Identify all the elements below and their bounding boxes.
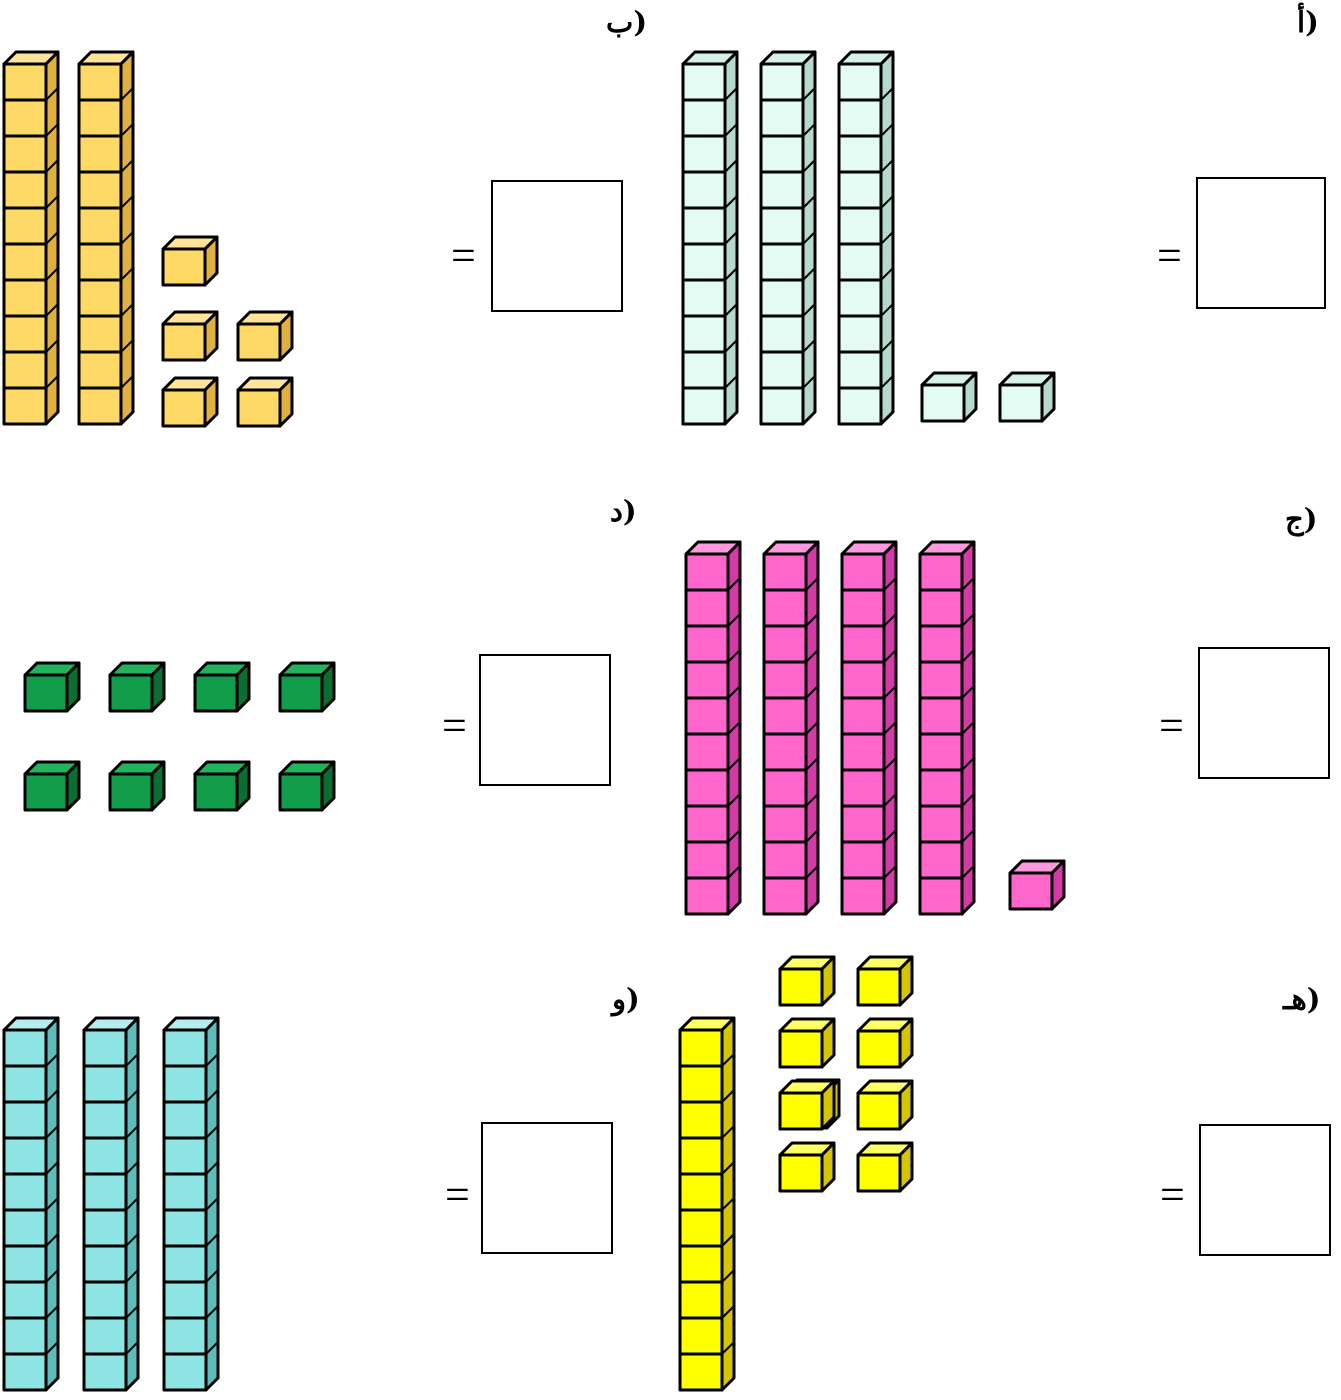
answer-box[interactable]	[481, 1122, 613, 1254]
unit-cube	[163, 312, 217, 360]
unit-cube	[1000, 373, 1054, 421]
unit-cube	[780, 1143, 834, 1191]
unit-cube	[780, 957, 834, 1005]
ten-rod	[683, 52, 737, 424]
blocks-problem-f	[4, 1018, 218, 1390]
cube-front	[1010, 873, 1052, 909]
cube-front	[25, 675, 67, 711]
cube-front	[858, 1093, 900, 1129]
unit-cube	[780, 1019, 834, 1067]
unit-cube	[238, 378, 292, 426]
problem-label: ج)	[1285, 505, 1317, 534]
unit-cube	[25, 663, 79, 711]
answer-box[interactable]	[491, 180, 623, 312]
unit-cube	[780, 1081, 834, 1129]
ten-rod	[839, 52, 893, 424]
ten-rod	[680, 1018, 734, 1390]
ten-rod	[79, 52, 133, 424]
equals-sign: =	[1159, 704, 1184, 748]
cube-front	[780, 1031, 822, 1067]
blocks-problem-e	[680, 957, 912, 1390]
unit-cube	[858, 1143, 912, 1191]
cube-front	[25, 774, 67, 810]
cube-front	[858, 1155, 900, 1191]
equals-sign: =	[1160, 1173, 1185, 1217]
unit-cube	[238, 312, 292, 360]
cube-front	[858, 969, 900, 1005]
unit-cube	[195, 663, 249, 711]
cube-front	[238, 324, 280, 360]
answer-box[interactable]	[1196, 177, 1326, 309]
unit-cube	[858, 957, 912, 1005]
ten-rod	[4, 1018, 58, 1390]
ten-rod	[164, 1018, 218, 1390]
cube-front	[1000, 385, 1042, 421]
unit-cube	[858, 1081, 912, 1129]
cube-front	[163, 249, 205, 285]
cube-front	[163, 324, 205, 360]
cube-front	[238, 390, 280, 426]
cube-front	[280, 675, 322, 711]
answer-box[interactable]	[1199, 1124, 1331, 1256]
cube-front	[280, 774, 322, 810]
answer-box[interactable]	[1198, 647, 1330, 779]
equals-sign: =	[1157, 234, 1182, 278]
ten-rod	[84, 1018, 138, 1390]
cube-front	[780, 1093, 822, 1129]
problem-label: و)	[612, 985, 640, 1014]
unit-cube	[25, 762, 79, 810]
unit-cube	[280, 762, 334, 810]
unit-cube	[195, 762, 249, 810]
problem-label: د)	[610, 497, 637, 526]
unit-cube	[280, 663, 334, 711]
blocks-problem-d	[25, 663, 334, 810]
ten-rod	[761, 52, 815, 424]
ten-rod	[920, 542, 974, 914]
unit-cube	[1010, 861, 1064, 909]
cube-front	[780, 969, 822, 1005]
ten-rod	[4, 52, 58, 424]
equals-sign: =	[451, 234, 476, 278]
cube-front	[195, 675, 237, 711]
ten-rod	[842, 542, 896, 914]
cube-front	[110, 774, 152, 810]
cube-front	[858, 1031, 900, 1067]
cube-front	[110, 675, 152, 711]
unit-cube	[110, 663, 164, 711]
blocks-problem-c	[686, 542, 1064, 914]
cube-front	[195, 774, 237, 810]
cube-front	[922, 385, 964, 421]
equals-sign: =	[445, 1173, 470, 1217]
unit-cube	[163, 378, 217, 426]
cube-front	[163, 390, 205, 426]
blocks-problem-a	[683, 52, 1054, 424]
unit-cube	[163, 237, 217, 285]
blocks-problem-b	[4, 52, 292, 426]
problem-label: هـ)	[1283, 985, 1321, 1014]
ten-rod	[764, 542, 818, 914]
unit-cube	[110, 762, 164, 810]
unit-cube	[922, 373, 976, 421]
answer-box[interactable]	[479, 654, 611, 786]
unit-cube	[858, 1019, 912, 1067]
ten-rod	[686, 542, 740, 914]
problem-label: ب)	[606, 8, 647, 37]
problem-label: أ)	[1297, 8, 1319, 37]
equals-sign: =	[442, 704, 467, 748]
cube-front	[780, 1155, 822, 1191]
